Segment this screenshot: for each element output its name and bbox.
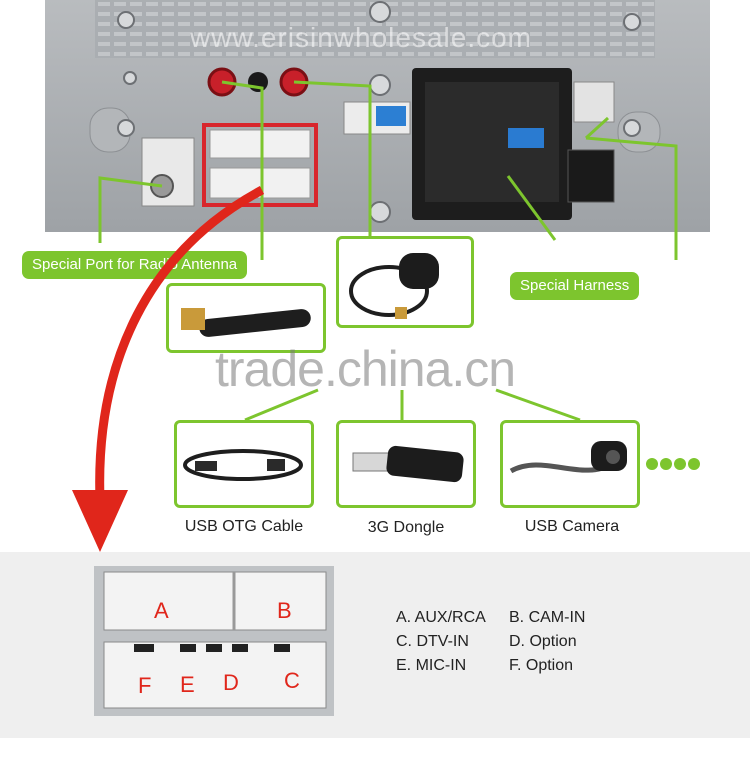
connector-label-e: E bbox=[180, 672, 195, 697]
legend-f: F. Option bbox=[509, 657, 574, 674]
watermark-trade: trade.china.cn bbox=[215, 341, 516, 397]
caption-usb-otg-cable: USB OTG Cable bbox=[184, 518, 304, 535]
usb-cable-icon bbox=[183, 449, 303, 481]
wifi-antenna-icon bbox=[181, 308, 311, 337]
accessory-connector-lines bbox=[244, 388, 581, 422]
callout-special-harness: Special Harness bbox=[510, 272, 640, 300]
caption-usb-camera: USB Camera bbox=[524, 518, 620, 535]
connector-label-a: A bbox=[154, 598, 169, 623]
gps-antenna-icon bbox=[349, 253, 439, 319]
caption-3g-dongle: 3G Dongle bbox=[367, 519, 445, 536]
head-unit-rear-panel bbox=[45, 0, 710, 260]
connector-label-f: F bbox=[138, 673, 152, 698]
red-arrow bbox=[72, 186, 265, 552]
connector-label-d: D bbox=[223, 670, 239, 695]
connector-label-b: B bbox=[277, 598, 292, 623]
more-dots-icon bbox=[646, 458, 700, 470]
legend-b: B. CAM-IN bbox=[509, 609, 586, 626]
legend-d: D. Option bbox=[509, 633, 577, 650]
antenna-thumbnail bbox=[166, 283, 326, 353]
legend-a: A. AUX/RCA bbox=[396, 609, 486, 626]
usb-dongle-icon bbox=[352, 445, 464, 483]
camera-icon bbox=[509, 441, 627, 474]
connector-label-c: C bbox=[284, 668, 300, 693]
callout-radio-antenna: Special Port for Radio Antenna bbox=[22, 251, 248, 279]
gps-antenna-thumbnail bbox=[336, 236, 474, 328]
legend-c: C. DTV-IN bbox=[396, 633, 469, 650]
connector-detail-photo bbox=[94, 566, 334, 716]
usb-camera-thumbnail bbox=[500, 420, 640, 508]
watermark-url: www.erisinwholesale.com bbox=[190, 22, 533, 53]
3g-dongle-thumbnail bbox=[336, 420, 476, 508]
usb-otg-cable-thumbnail bbox=[174, 420, 314, 508]
legend-e: E. MIC-IN bbox=[396, 657, 467, 674]
